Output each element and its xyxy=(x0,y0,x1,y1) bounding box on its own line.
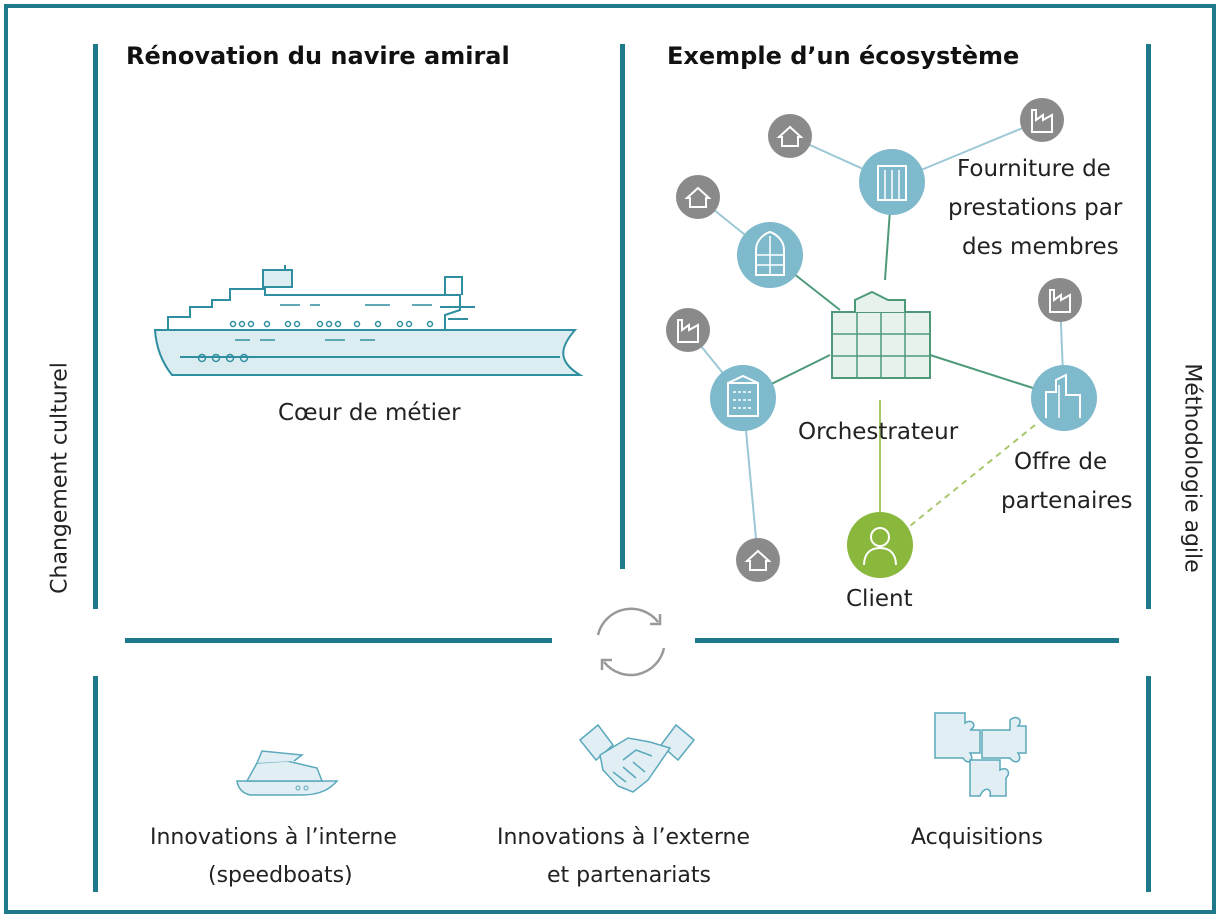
left-section-title: Rénovation du navire amiral xyxy=(126,42,510,70)
partners-label-line2: partenaires xyxy=(1001,488,1133,514)
puzzle-icon xyxy=(934,712,1027,797)
divider-left-top xyxy=(93,44,98,609)
cruise-ship-icon xyxy=(153,265,584,376)
bottom-item-2-line1: Innovations à l’externe xyxy=(497,825,750,850)
divider-horizontal-left xyxy=(125,638,552,643)
bottom-item-1-line2: (speedboats) xyxy=(208,863,353,888)
members-label-line2: prestations par xyxy=(948,195,1123,221)
divider-middle-top xyxy=(620,44,625,569)
refresh-cycle-icon xyxy=(596,607,666,677)
house-icon xyxy=(736,538,780,582)
partners-label-line1: Offre de xyxy=(1014,449,1108,475)
handshake-icon xyxy=(578,723,696,793)
glass-tower-icon xyxy=(737,222,803,288)
office-building-icon xyxy=(710,365,776,431)
members-label-line3: des membres xyxy=(962,234,1119,260)
divider-right-bottom xyxy=(1146,676,1151,892)
right-section-title: Exemple d’un écosystème xyxy=(667,42,1020,70)
bottom-item-1-line1: Innovations à l’interne xyxy=(150,825,397,850)
client-label: Client xyxy=(846,586,913,612)
office-building-icon xyxy=(859,149,925,215)
factory-icon xyxy=(1038,278,1082,322)
bottom-item-2-line2: et partenariats xyxy=(547,863,711,888)
divider-right-top xyxy=(1146,44,1151,609)
orchestrator-label: Orchestrateur xyxy=(798,419,959,445)
factory-icon xyxy=(666,308,710,352)
ship-caption: Cœur de métier xyxy=(278,400,461,426)
headquarters-icon xyxy=(831,290,931,379)
bottom-item-3-line1: Acquisitions xyxy=(911,825,1043,850)
house-icon xyxy=(768,114,812,158)
speedboat-icon xyxy=(236,750,339,796)
house-icon xyxy=(676,175,720,219)
factory-icon xyxy=(1020,98,1064,142)
members-label-line1: Fourniture de xyxy=(957,156,1111,182)
divider-left-bottom xyxy=(93,676,98,892)
outer-frame xyxy=(4,4,1216,914)
client-person-icon xyxy=(847,512,913,578)
skyline-icon xyxy=(1031,365,1097,431)
divider-horizontal-right xyxy=(695,638,1119,643)
